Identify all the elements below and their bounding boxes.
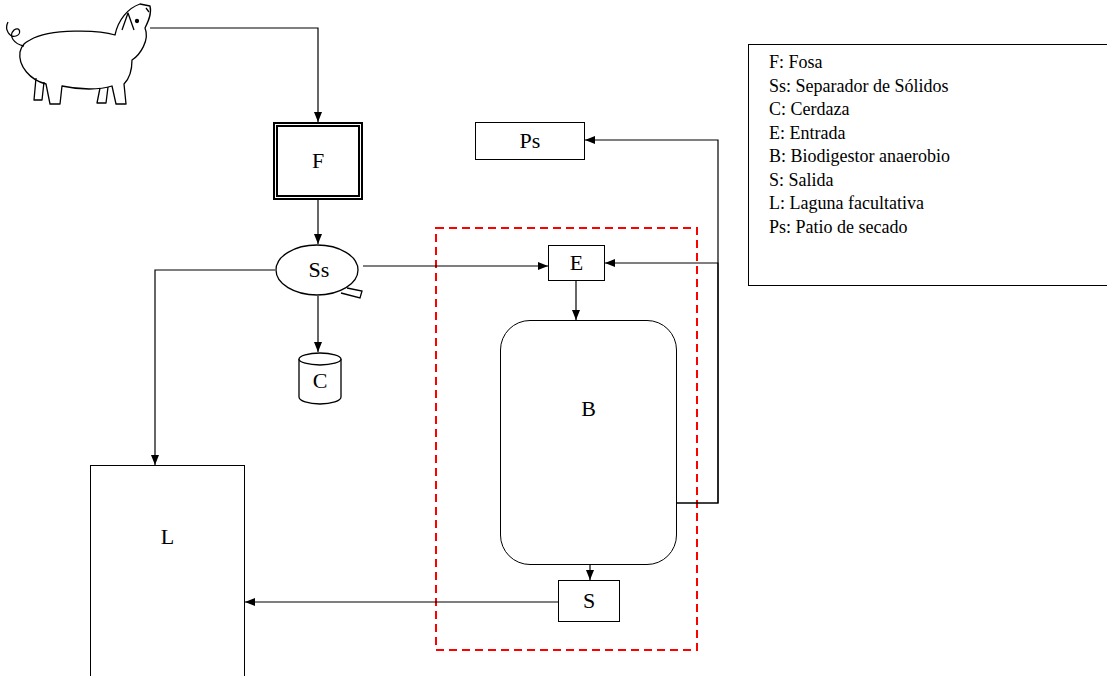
- node-label: F: [312, 148, 324, 174]
- key-box: F: FosaSs: Separador de SólidosC: Cerdaz…: [748, 44, 1107, 286]
- flow-arrow: [155, 270, 275, 465]
- node-label: Ps: [520, 128, 541, 154]
- flow-arrow: [605, 263, 718, 503]
- node-label: S: [583, 588, 595, 614]
- node-label: E: [570, 250, 583, 276]
- manure-container: C: [298, 352, 342, 404]
- key-entry: Ps: Patio de secado: [769, 216, 954, 240]
- outlet-box: S: [558, 580, 620, 622]
- flow-arrow: [589, 565, 590, 580]
- inlet-box: E: [548, 245, 605, 281]
- drying-yard-box: Ps: [475, 122, 585, 160]
- key-entry: E: Entrada: [769, 122, 954, 146]
- pig-illustration: [7, 4, 151, 104]
- flow-arrow: [575, 281, 576, 320]
- pit-box: F: [273, 122, 363, 200]
- node-label: L: [161, 524, 174, 550]
- flow-arrow: [317, 296, 318, 352]
- feed-line: [150, 28, 318, 122]
- key-entry: B: Biodigestor anaerobio: [769, 145, 954, 169]
- lagoon-box: L: [90, 465, 245, 676]
- key-entry: S: Salida: [769, 169, 954, 193]
- flow-arrow: [317, 200, 318, 244]
- flow-arrow: [585, 140, 718, 503]
- solids-separator: Ss: [275, 244, 363, 296]
- node-label: C: [313, 368, 328, 394]
- flow-arrow: [245, 601, 558, 602]
- key-entry: C: Cerdaza: [769, 98, 954, 122]
- biodigester-boundary: [436, 228, 697, 650]
- key-entry: L: Laguna facultativa: [769, 192, 954, 216]
- node-label: B: [581, 396, 596, 422]
- flow-arrow: [363, 265, 548, 266]
- key-entry: F: Fosa: [769, 51, 954, 75]
- node-label: Ss: [309, 257, 330, 283]
- biodigester-box: B: [500, 320, 677, 565]
- key-entry: Ss: Separador de Sólidos: [769, 75, 954, 99]
